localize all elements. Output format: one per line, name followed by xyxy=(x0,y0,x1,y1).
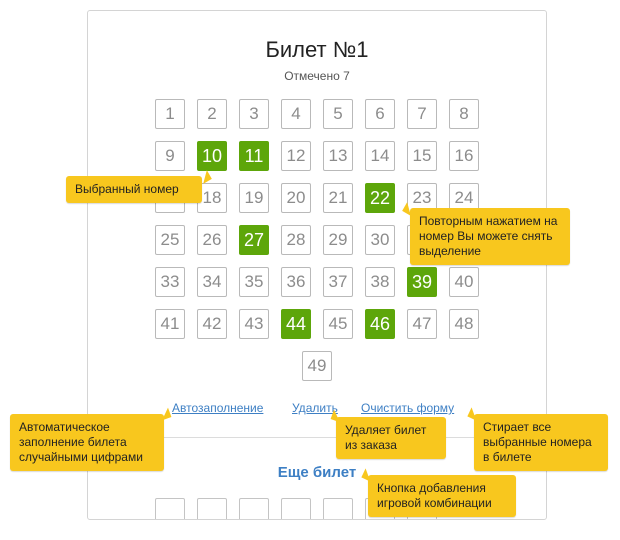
number-cell[interactable]: 47 xyxy=(407,309,437,339)
number-cell-selected[interactable]: 27 xyxy=(239,225,269,255)
number-cell[interactable]: 36 xyxy=(281,267,311,297)
number-cell[interactable]: 29 xyxy=(323,225,353,255)
number-cell[interactable]: 4 xyxy=(281,99,311,129)
next-ticket-cell[interactable] xyxy=(239,498,269,519)
number-cell-selected[interactable]: 39 xyxy=(407,267,437,297)
next-ticket-cell[interactable] xyxy=(281,498,311,519)
tooltip-add-text: Кнопка добавления игровой комбинации xyxy=(377,481,492,510)
tooltip-clear-text: Стирает все выбранные номера в билете xyxy=(483,420,592,464)
number-cell[interactable]: 34 xyxy=(197,267,227,297)
number-cell[interactable]: 16 xyxy=(449,141,479,171)
delete-link[interactable]: Удалить xyxy=(292,401,338,415)
number-cell[interactable]: 12 xyxy=(281,141,311,171)
number-cell[interactable]: 30 xyxy=(365,225,395,255)
number-cell[interactable]: 19 xyxy=(239,183,269,213)
number-cell[interactable]: 26 xyxy=(197,225,227,255)
tooltip-delete: Удаляет билет из заказа xyxy=(330,409,446,459)
number-cell[interactable]: 45 xyxy=(323,309,353,339)
number-cell[interactable]: 20 xyxy=(281,183,311,213)
tooltip-autofill-text: Автоматическое заполнение билета случайн… xyxy=(19,420,143,464)
number-cell[interactable]: 48 xyxy=(449,309,479,339)
autofill-link[interactable]: Автозаполнение xyxy=(172,401,264,415)
number-cell-selected[interactable]: 44 xyxy=(281,309,311,339)
number-cell[interactable]: 3 xyxy=(239,99,269,129)
ticket-title: Билет №1 xyxy=(265,37,369,62)
number-cell[interactable]: 21 xyxy=(323,183,353,213)
tooltip-clear: Стирает все выбранные номера в билете xyxy=(467,407,608,471)
number-cell[interactable]: 42 xyxy=(197,309,227,339)
add-ticket-button[interactable]: Еще билет xyxy=(277,464,357,481)
number-cell-selected[interactable]: 46 xyxy=(365,309,395,339)
tooltip-selected-number: Выбранный номер xyxy=(66,170,212,203)
number-cell-selected[interactable]: 10 xyxy=(197,141,227,171)
tooltip-delete-text: Удаляет билет из заказа xyxy=(345,423,427,452)
number-cell[interactable]: 33 xyxy=(155,267,185,297)
number-cell[interactable]: 49 xyxy=(302,351,332,381)
next-ticket-cell[interactable] xyxy=(155,498,185,519)
clear-form-link[interactable]: Очистить форму xyxy=(361,401,455,415)
number-cell[interactable]: 35 xyxy=(239,267,269,297)
number-cell[interactable]: 9 xyxy=(155,141,185,171)
number-cell[interactable]: 2 xyxy=(197,99,227,129)
number-cell[interactable]: 8 xyxy=(449,99,479,129)
next-ticket-cell[interactable] xyxy=(197,498,227,519)
number-cell[interactable]: 28 xyxy=(281,225,311,255)
tooltip-deselect-text: Повторным нажатием на номер Вы можете сн… xyxy=(419,214,558,258)
marked-count: Отмечено 7 xyxy=(284,69,350,83)
number-cell[interactable]: 7 xyxy=(407,99,437,129)
number-cell[interactable]: 41 xyxy=(155,309,185,339)
number-cell[interactable]: 40 xyxy=(449,267,479,297)
number-cell[interactable]: 6 xyxy=(365,99,395,129)
tooltip-deselect: Повторным нажатием на номер Вы можете сн… xyxy=(402,202,570,265)
number-cell[interactable]: 37 xyxy=(323,267,353,297)
number-cell[interactable]: 38 xyxy=(365,267,395,297)
number-cell[interactable]: 14 xyxy=(365,141,395,171)
number-cell[interactable]: 5 xyxy=(323,99,353,129)
number-cell[interactable]: 15 xyxy=(407,141,437,171)
divider xyxy=(88,437,546,438)
number-cell-selected[interactable]: 22 xyxy=(365,183,395,213)
number-cell[interactable]: 1 xyxy=(155,99,185,129)
number-cell-selected[interactable]: 11 xyxy=(239,141,269,171)
number-cell[interactable]: 43 xyxy=(239,309,269,339)
number-cell[interactable]: 25 xyxy=(155,225,185,255)
next-ticket-cell[interactable] xyxy=(323,498,353,519)
tooltip-selected-number-text: Выбранный номер xyxy=(75,182,179,196)
tooltip-autofill: Автоматическое заполнение билета случайн… xyxy=(10,407,172,471)
number-cell[interactable]: 13 xyxy=(323,141,353,171)
tooltip-add: Кнопка добавления игровой комбинации xyxy=(361,468,516,517)
